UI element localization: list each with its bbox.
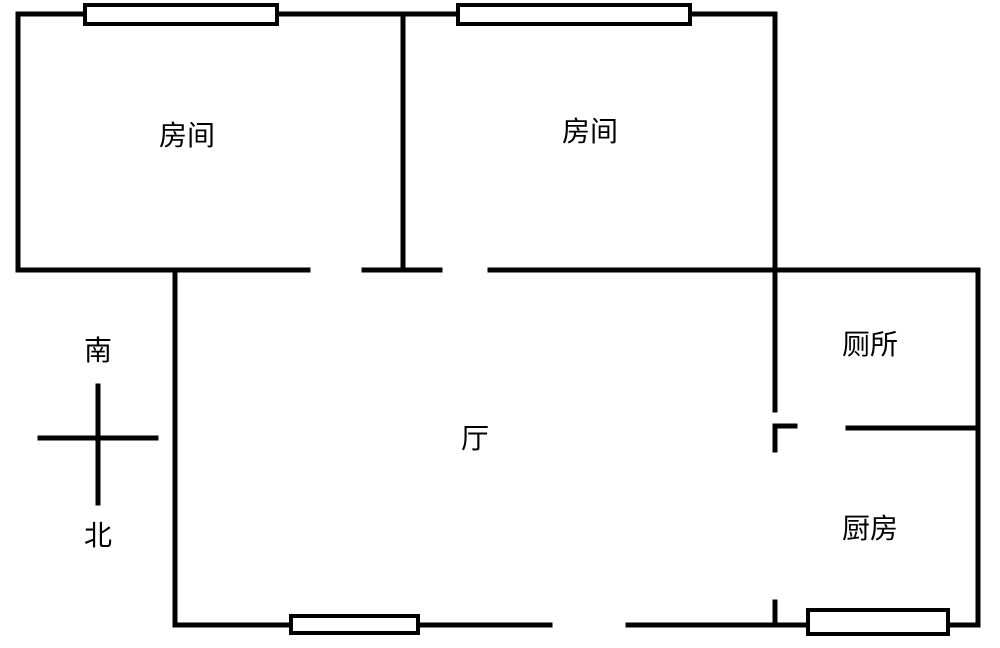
room-label-living-room: 厅 [461, 422, 489, 455]
window-right-bedroom [456, 3, 692, 26]
window-left-bedroom [83, 3, 279, 26]
compass: 南 北 [37, 334, 159, 552]
room-label-bedroom-right: 房间 [562, 115, 618, 148]
window-living-room [289, 614, 420, 635]
room-label-bedroom-left: 房间 [159, 119, 215, 152]
room-label-kitchen: 厨房 [842, 512, 898, 545]
room-label-toilet: 厕所 [842, 328, 898, 361]
compass-south-label: 南 [84, 334, 112, 367]
window-kitchen [806, 608, 950, 636]
walls [15, 11, 981, 628]
windows [83, 3, 950, 636]
compass-north-label: 北 [84, 519, 112, 552]
